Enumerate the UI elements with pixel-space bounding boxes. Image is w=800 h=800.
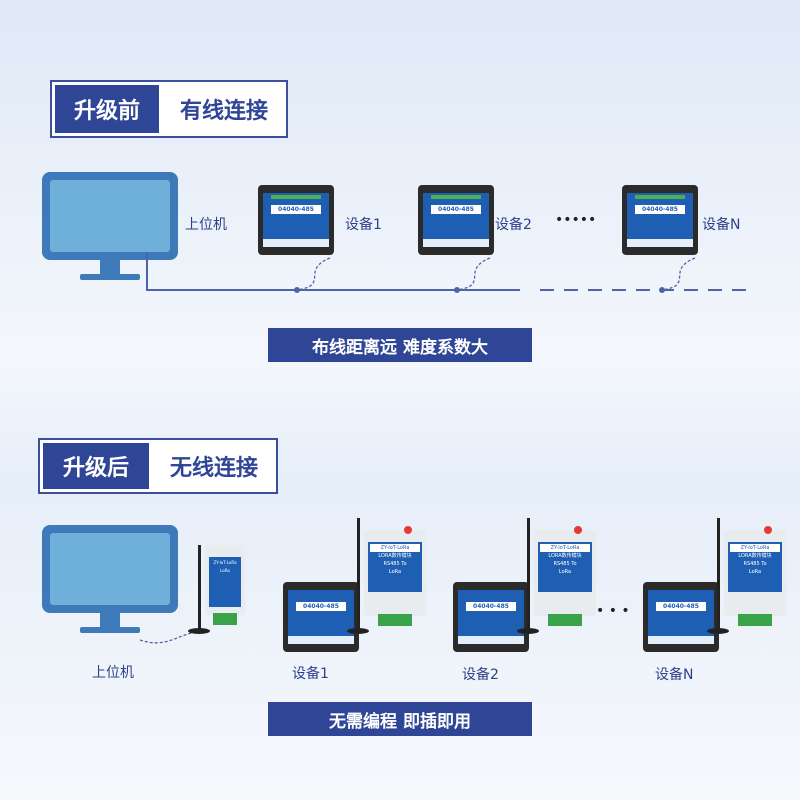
device-2-icon: 04040-485 (453, 582, 529, 652)
device-2-label: 设备2 (495, 217, 532, 233)
device-1-label: 设备1 (292, 666, 329, 682)
antenna-base (347, 628, 369, 634)
device-1-icon: 04040-485 (258, 185, 334, 255)
before-tag: 升级前 (55, 85, 159, 133)
after-banner: 无需编程 即插即用 (268, 702, 532, 736)
host-monitor-icon (42, 172, 178, 280)
antenna-base (707, 628, 729, 634)
device-n-label: 设备N (655, 667, 694, 683)
host-label: 上位机 (185, 217, 227, 233)
antenna-icon (717, 518, 720, 630)
antenna-icon (357, 518, 360, 630)
after-title: 无线连接 (169, 456, 258, 481)
ellipsis: • • • (596, 603, 630, 619)
after-header: 升级后 无线连接 (38, 438, 278, 494)
host-label: 上位机 (92, 665, 134, 681)
antenna-icon (198, 545, 201, 630)
antenna-icon (527, 518, 530, 630)
host-monitor-icon (42, 525, 178, 633)
before-header: 升级前 有线连接 (50, 80, 288, 138)
device-1-label: 设备1 (345, 217, 382, 233)
device-n-label: 设备N (702, 217, 741, 233)
antenna-base (188, 628, 210, 634)
antenna-base (517, 628, 539, 634)
device-2-icon: 04040-485 (418, 185, 494, 255)
device-n-icon: 04040-485 (643, 582, 719, 652)
ellipsis: ••••• (555, 212, 597, 228)
before-title: 有线连接 (179, 99, 268, 124)
device-1-icon: 04040-485 (283, 582, 359, 652)
before-banner: 布线距离远 难度系数大 (268, 328, 532, 362)
device-n-icon: 04040-485 (622, 185, 698, 255)
after-tag: 升级后 (43, 443, 149, 489)
device-2-label: 设备2 (462, 667, 499, 683)
